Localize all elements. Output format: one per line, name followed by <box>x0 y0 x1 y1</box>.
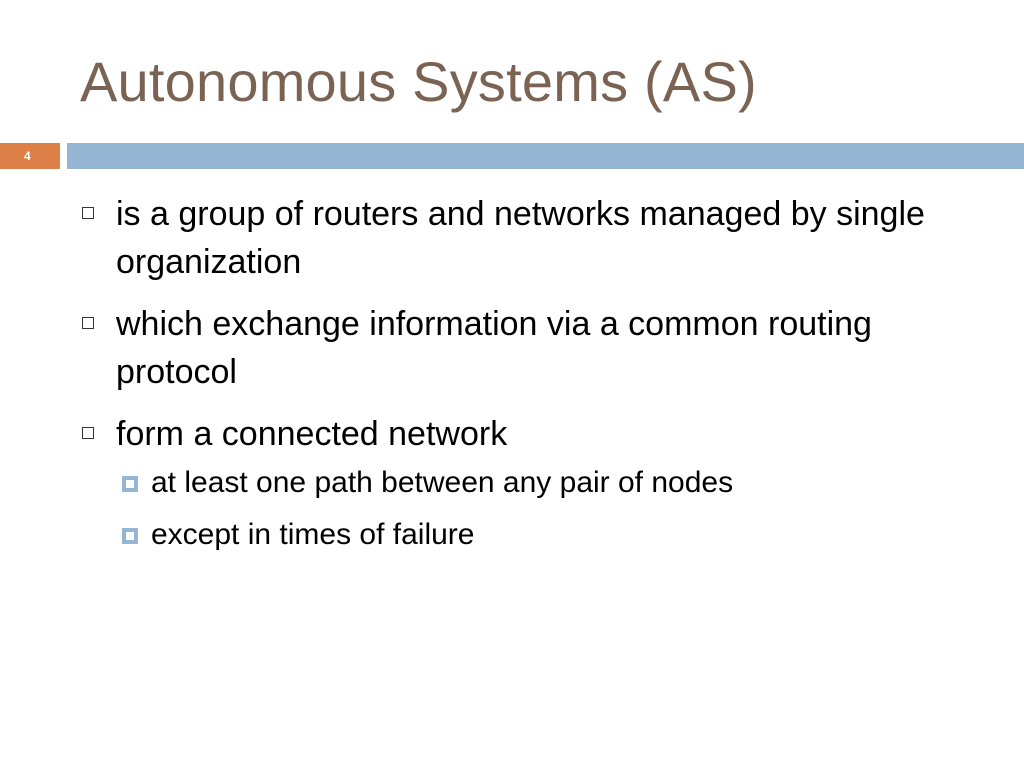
filled-square-bullet-icon <box>122 476 138 492</box>
square-bullet-icon <box>82 207 94 219</box>
sub-bullet-text: except in times of failure <box>151 518 475 551</box>
square-bullet-icon <box>82 317 94 329</box>
slide-number: 4 <box>24 149 31 163</box>
square-bullet-icon <box>82 427 94 439</box>
bullet-list: is a group of routers and networks manag… <box>82 190 982 566</box>
sub-bullet-item: at least one path between any pair of no… <box>120 462 982 504</box>
bullet-item: which exchange information via a common … <box>82 300 982 396</box>
filled-square-bullet-icon <box>122 528 138 544</box>
bullet-item: form a connected network <box>82 410 982 458</box>
sub-bullet-list: at least one path between any pair of no… <box>120 462 982 556</box>
sub-bullet-text: at least one path between any pair of no… <box>151 466 734 499</box>
bullet-text: which exchange information via a common … <box>116 305 872 391</box>
bullet-text: is a group of routers and networks manag… <box>116 195 925 281</box>
slide-title: Autonomous Systems (AS) <box>80 50 757 113</box>
slide-number-badge: 4 <box>0 143 60 169</box>
bullet-item: is a group of routers and networks manag… <box>82 190 982 286</box>
accent-bar <box>67 143 1024 169</box>
sub-bullet-item: except in times of failure <box>120 514 982 556</box>
bullet-text: form a connected network <box>116 415 508 453</box>
